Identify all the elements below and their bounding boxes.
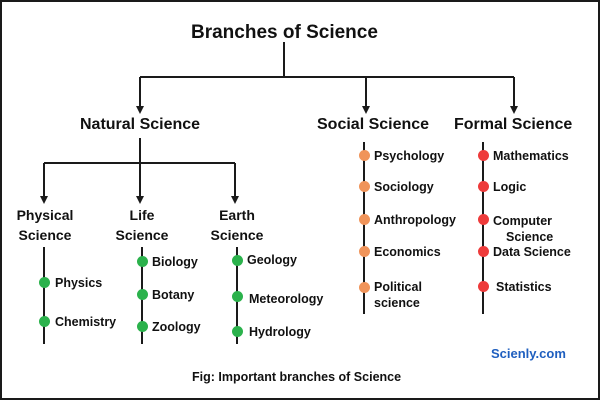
biology-dot	[137, 256, 148, 267]
formal-science-label: Formal Science	[454, 116, 573, 133]
physics-item: Physics	[55, 276, 103, 290]
computer-science-line2: Science	[506, 230, 554, 244]
political-science-line1: Political	[374, 280, 422, 294]
sociology-item: Sociology	[374, 180, 434, 194]
brand-logo: Scienly.com	[491, 346, 566, 361]
geology-item: Geology	[247, 253, 298, 267]
mathematics-item: Mathematics	[493, 149, 569, 163]
botany-dot	[137, 289, 148, 300]
botany-item: Botany	[152, 288, 195, 302]
physical-science-label: Physical Science	[6, 205, 84, 245]
hydrology-dot	[232, 326, 243, 337]
biology-item: Biology	[152, 255, 198, 269]
political-science-dot	[359, 282, 370, 293]
logic-item: Logic	[493, 180, 527, 194]
life-science-label: Life Science	[107, 205, 177, 245]
anthropology-dot	[359, 214, 370, 225]
meteorology-dot	[232, 291, 243, 302]
natural-science-label: Natural Science	[80, 116, 201, 133]
data-science-item: Data Science	[493, 245, 571, 259]
social-science-label: Social Science	[317, 116, 430, 133]
statistics-dot	[478, 281, 489, 292]
zoology-dot	[137, 321, 148, 332]
diagram-title: Branches of Science	[191, 22, 378, 43]
zoology-item: Zoology	[152, 320, 201, 334]
economics-item: Economics	[374, 245, 441, 259]
psychology-dot	[359, 150, 370, 161]
life-science-label-line1: Life	[129, 207, 155, 223]
geology-dot	[232, 255, 243, 266]
statistics-item: Statistics	[496, 280, 552, 294]
sociology-dot	[359, 181, 370, 192]
economics-dot	[359, 246, 370, 257]
physical-science-label-line1: Physical	[16, 207, 74, 223]
hydrology-item: Hydrology	[249, 325, 311, 339]
figure-caption: Fig: Important branches of Science	[192, 370, 402, 384]
chemistry-item: Chemistry	[55, 315, 117, 329]
political-science-line2: science	[374, 296, 420, 310]
earth-science-label: Earth Science	[202, 205, 272, 245]
anthropology-item: Anthropology	[374, 213, 456, 227]
computer-science-item: Computer Science	[493, 213, 553, 245]
logic-dot	[478, 181, 489, 192]
computer-science-line1: Computer	[493, 214, 553, 228]
life-science-label-line2: Science	[115, 227, 169, 243]
computer-science-dot	[478, 214, 489, 225]
political-science-item: Political science	[374, 279, 422, 311]
psychology-item: Psychology	[374, 149, 445, 163]
chemistry-dot	[39, 316, 50, 327]
physical-science-label-line2: Science	[18, 227, 72, 243]
mathematics-dot	[478, 150, 489, 161]
physics-dot	[39, 277, 50, 288]
earth-science-label-line2: Science	[210, 227, 264, 243]
data-science-dot	[478, 246, 489, 257]
meteorology-item: Meteorology	[249, 292, 324, 306]
earth-science-label-line1: Earth	[219, 207, 255, 223]
